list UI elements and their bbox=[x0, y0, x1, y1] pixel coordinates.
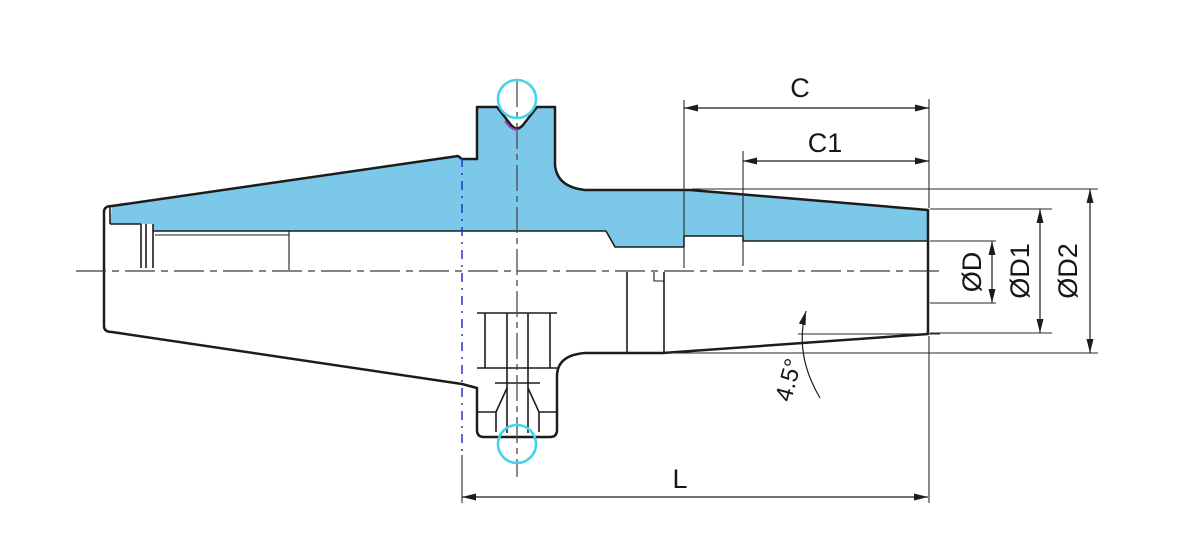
section-fill-upper-half bbox=[110, 107, 928, 247]
dimension-c1-label: C1 bbox=[808, 128, 843, 158]
tool-holder-outline bbox=[102, 105, 930, 439]
dimension-d-label: ØD bbox=[957, 252, 987, 293]
dimension-lines bbox=[462, 104, 1094, 501]
notch-accent-mark bbox=[504, 120, 518, 131]
angle-leader-arc bbox=[798, 310, 821, 399]
highlight-circle-top bbox=[496, 78, 538, 120]
dimension-d2-label: ØD2 bbox=[1053, 243, 1083, 299]
highlight-circle-bottom bbox=[496, 423, 538, 465]
dimension-c-label: C bbox=[790, 73, 810, 103]
extension-lines bbox=[461, 99, 1098, 503]
dimension-l-label: L bbox=[672, 464, 687, 494]
taper-angle-label: 4.5° bbox=[770, 356, 807, 404]
dimension-d1-label: ØD1 bbox=[1005, 243, 1035, 299]
taper-angle-annotation bbox=[798, 310, 940, 399]
